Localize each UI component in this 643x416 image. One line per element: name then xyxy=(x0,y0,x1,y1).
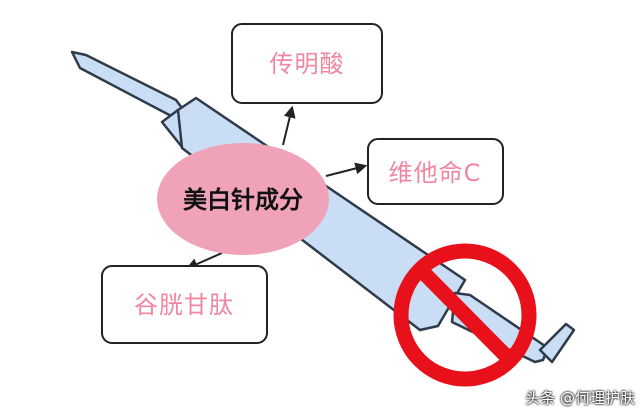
component-label-vitamin-c: 维他命C xyxy=(389,159,482,187)
prohibition-icon xyxy=(393,243,537,387)
center-label: 美白针成分 xyxy=(183,186,303,214)
syringe-plunger xyxy=(70,50,187,120)
watermark: 头条 @何理护肤 xyxy=(525,389,635,407)
component-label-glutathione: 谷胱甘肽 xyxy=(134,291,234,319)
arrow-to-tranexamic xyxy=(282,105,296,146)
component-box-tranexamic xyxy=(231,23,383,104)
component-box-glutathione xyxy=(101,265,268,344)
arrow-to-vitamin-c xyxy=(325,162,368,177)
component-box-vitamin-c xyxy=(367,138,504,205)
center-ellipse xyxy=(157,143,329,255)
component-label-tranexamic: 传明酸 xyxy=(270,50,345,78)
syringe-needle xyxy=(538,322,576,364)
